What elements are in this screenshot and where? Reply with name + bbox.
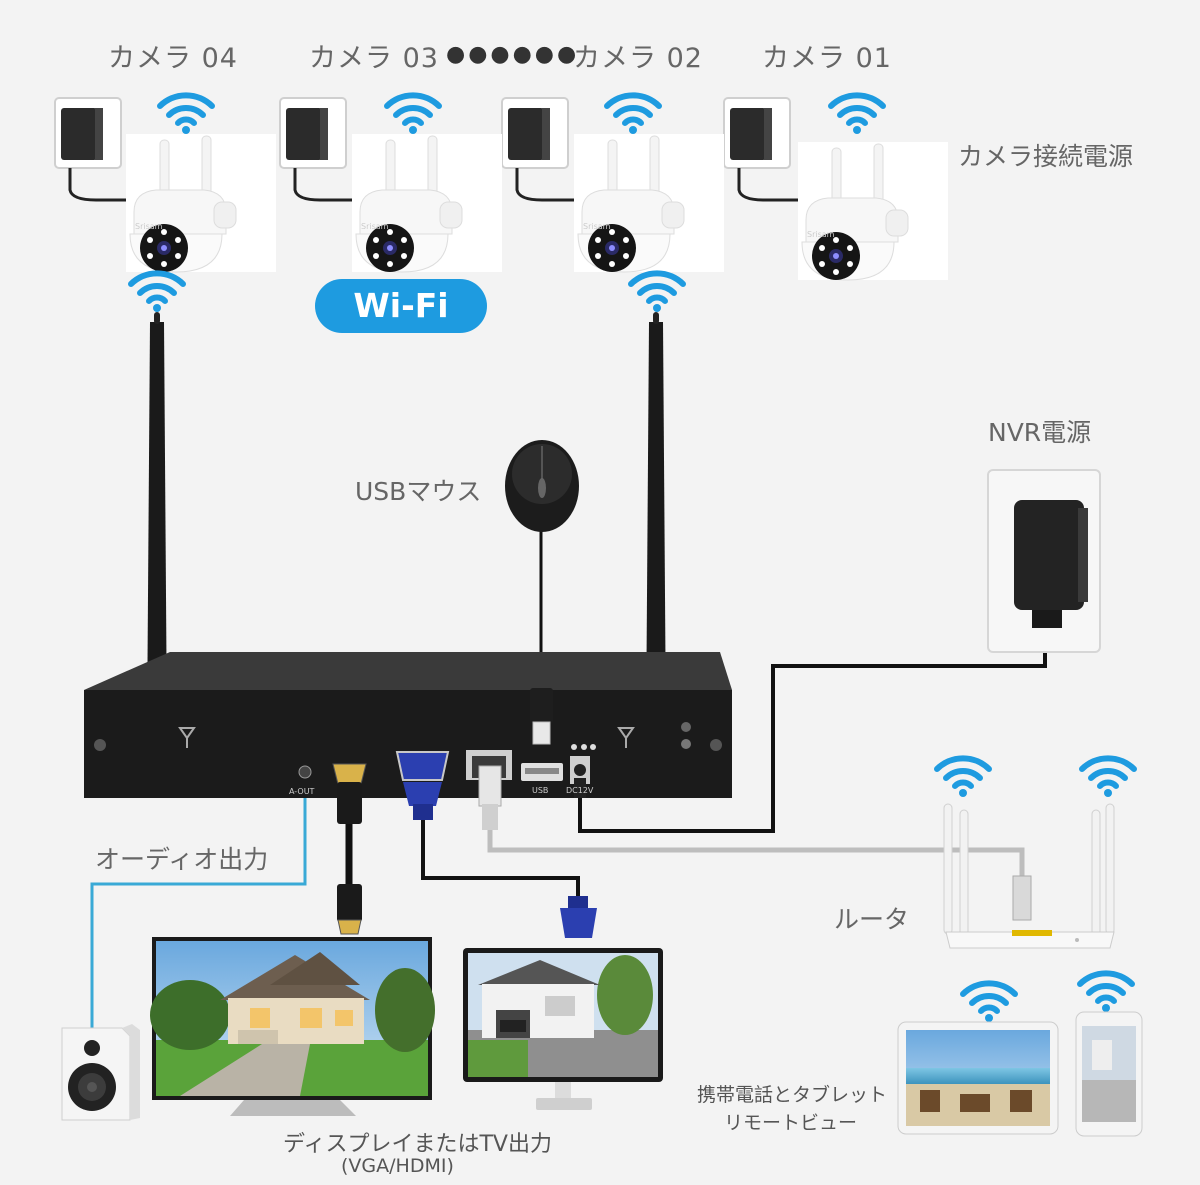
camera-power-label: カメラ接続電源 <box>958 142 1134 171</box>
nvr-wifi-icon-right <box>631 273 683 312</box>
camera-brand-03: Srisam <box>361 222 389 231</box>
nvr-port-usb-label: USB <box>532 786 549 795</box>
connectors <box>332 688 1032 938</box>
camera-power-adapters <box>54 97 800 202</box>
camera-brand-02: Srisam <box>583 222 611 231</box>
nvr-port-audio-label: A-OUT <box>289 787 315 796</box>
nvr-wifi-icon-left <box>131 273 183 312</box>
wifi-badge: Wi-Fi <box>315 279 487 333</box>
router <box>937 758 1134 949</box>
tv-display <box>150 937 435 1116</box>
camera-02-label: カメラ 02 <box>573 43 703 74</box>
router-label: ルータ <box>834 905 910 934</box>
nvr-recorder <box>84 652 732 798</box>
audio-output-label: オーディオ出力 <box>95 845 269 874</box>
camera-03-label: カメラ 03 <box>309 43 439 74</box>
nvr-power-adapter <box>987 469 1101 653</box>
camera-brand-04: Srisam <box>135 222 163 231</box>
speaker <box>61 1024 140 1121</box>
camera-01-label: カメラ 01 <box>762 43 892 74</box>
display-output-label: ディスプレイまたはTV出力 <box>283 1132 552 1157</box>
camera-dots: ●●●●●● <box>446 42 580 67</box>
tablet-and-phone <box>897 973 1143 1137</box>
camera-04-label: カメラ 04 <box>108 43 238 74</box>
usb-mouse <box>505 440 579 532</box>
nvr-power-label: NVR電源 <box>988 418 1092 447</box>
mobile-label-line2: リモートビュー <box>724 1112 858 1134</box>
mobile-label-line1: 携帯電話とタブレット <box>697 1084 888 1106</box>
nvr-port-power-label: DC12V <box>566 786 594 795</box>
camera-brand-01: Srisam <box>807 230 835 239</box>
monitor-display <box>463 948 663 1110</box>
usb-mouse-label: USBマウス <box>355 477 482 506</box>
display-output-sub: (VGA/HDMI) <box>341 1155 454 1177</box>
